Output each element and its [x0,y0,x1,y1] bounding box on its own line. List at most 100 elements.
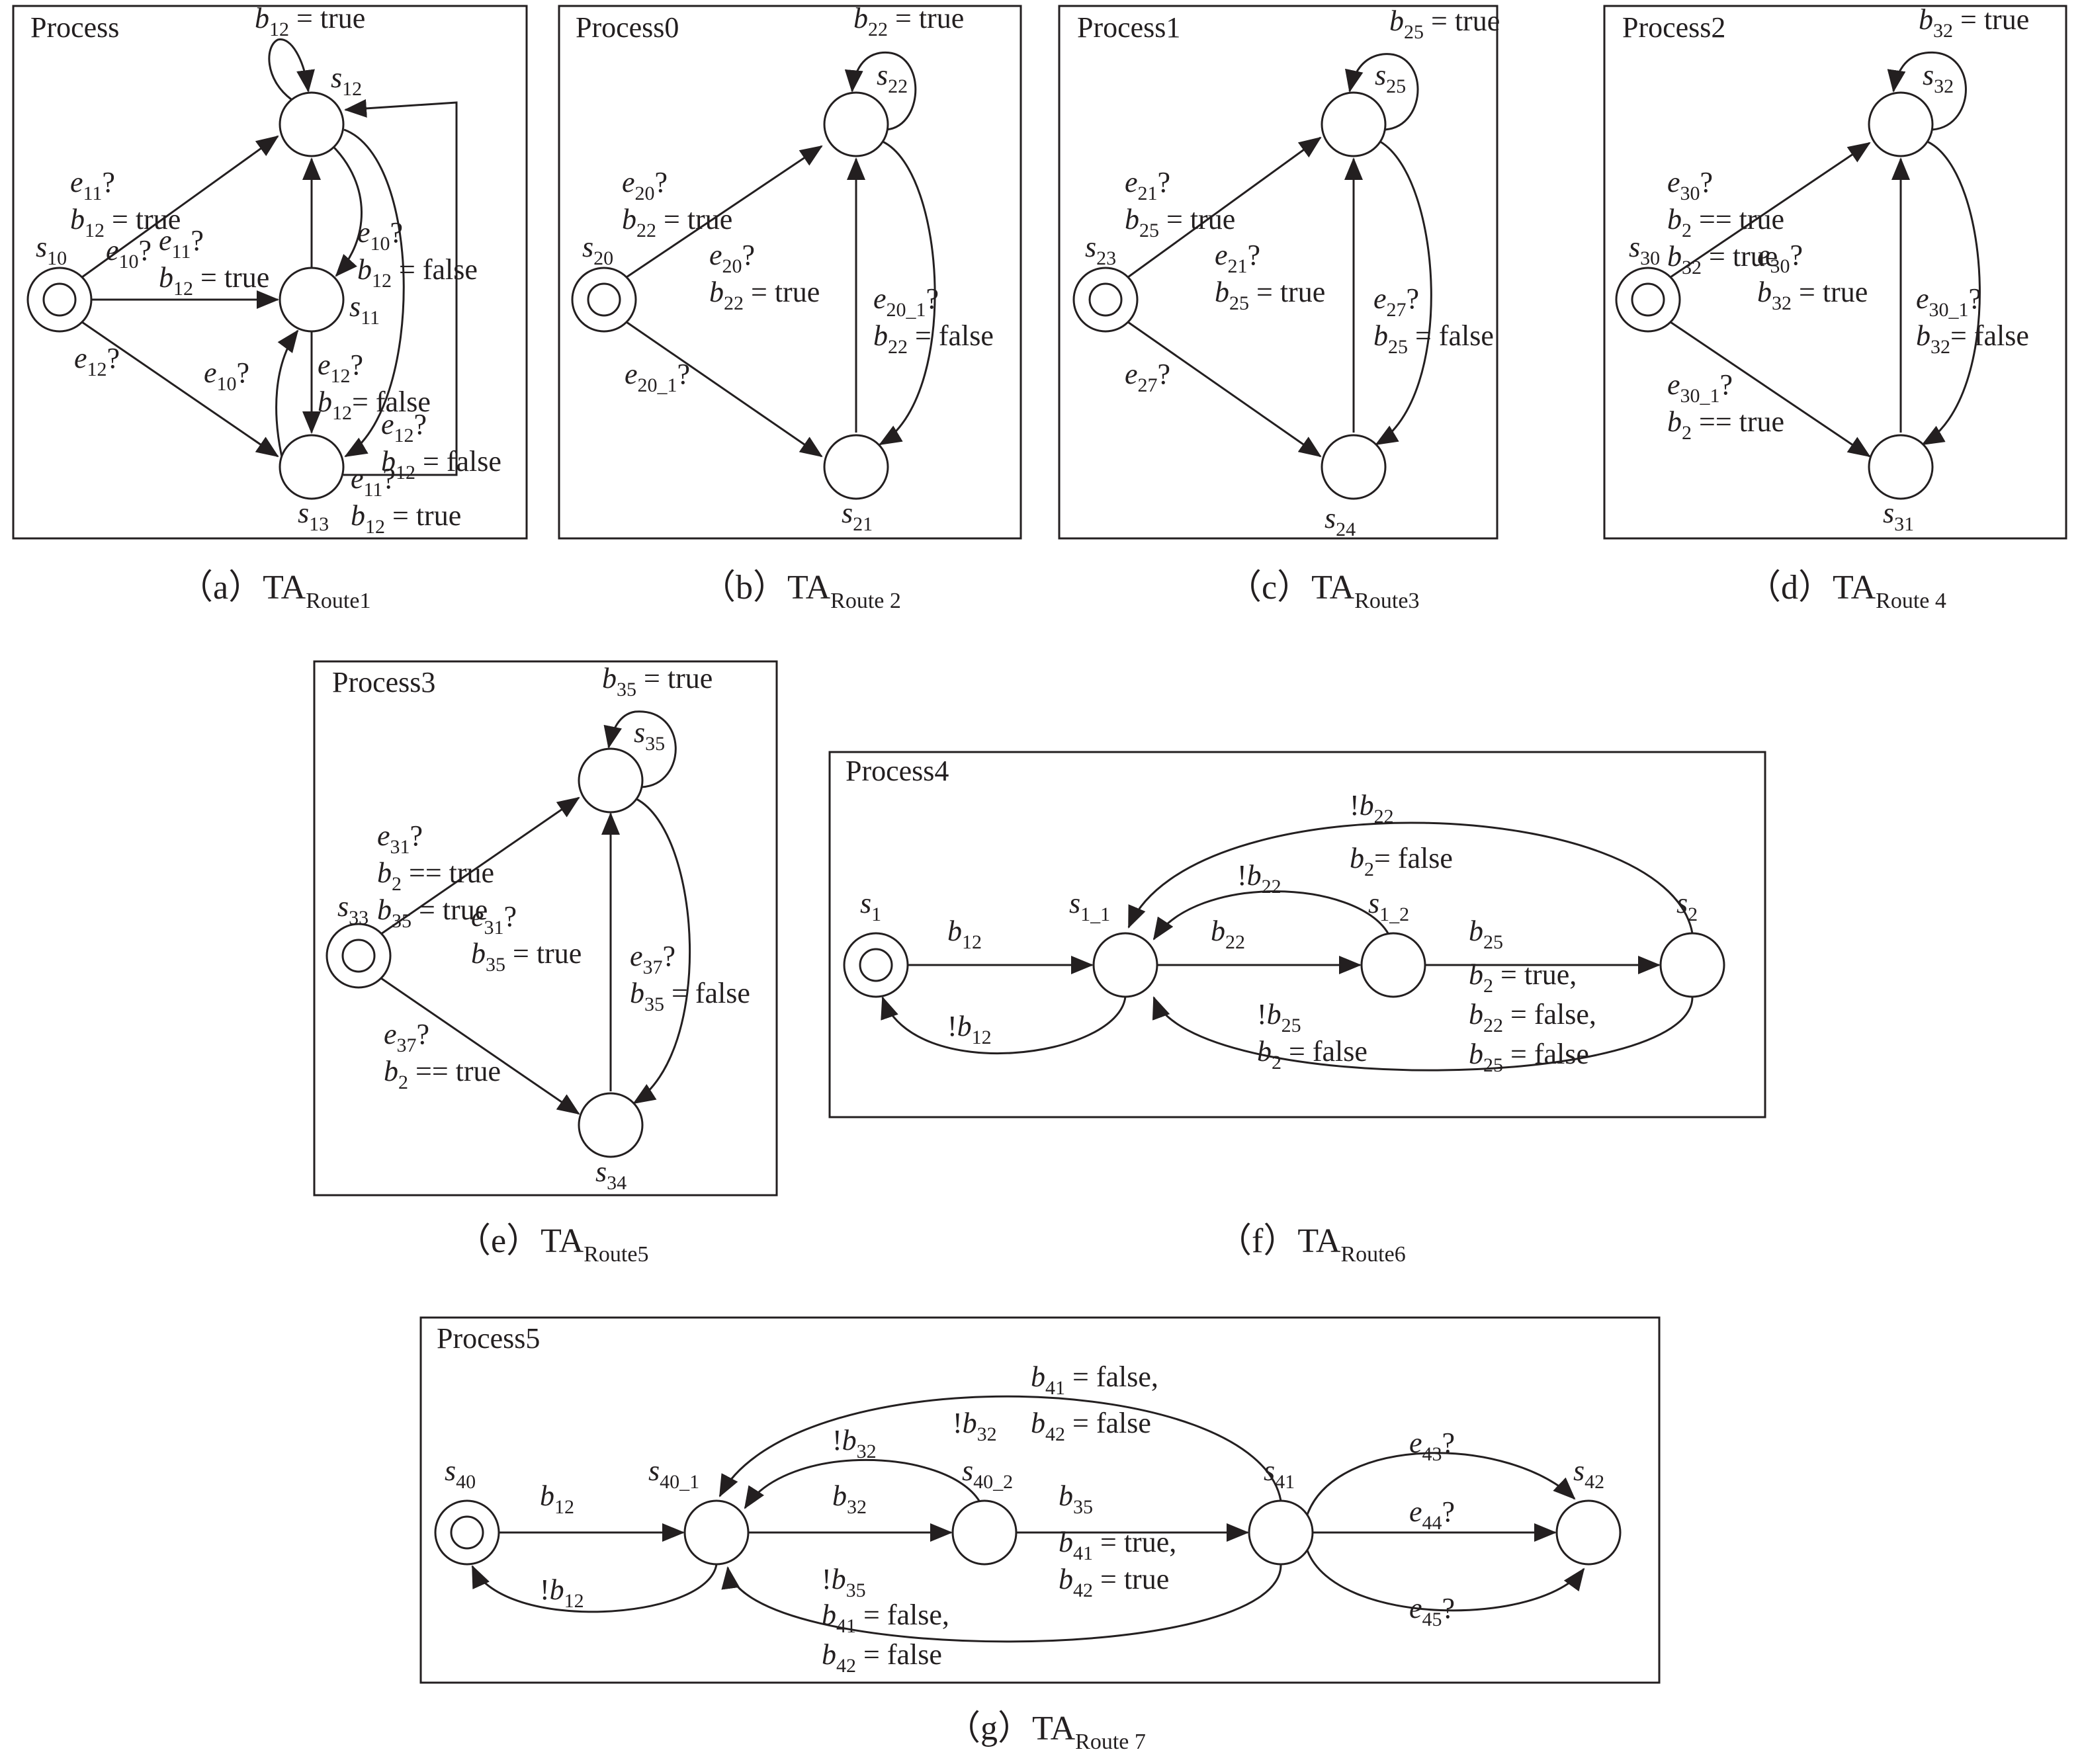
transition-label: e20?b22 = true [709,239,820,314]
symbol: e [106,234,119,267]
transition-label: e11?b12 = true [159,224,269,300]
state-circle [279,91,345,157]
state-symbol: s [1368,887,1379,919]
subscript: 20_1 [638,374,677,396]
state-subscript: 1 [871,903,881,925]
subscript: 27 [1387,299,1407,321]
transition-s33-to-s35 [380,796,580,935]
state-label: s42 [1573,1454,1604,1493]
assignment: ? [1248,239,1261,271]
subfigure-caption: （a）TARoute1 [179,569,370,613]
state-symbol: s [1573,1454,1585,1487]
transition-label: b12 = true [255,2,365,40]
subscript: 12 [394,425,414,446]
caption-subscript: Route 4 [1876,589,1946,613]
state-label: s22 [877,59,908,97]
subscript: 25 [1404,21,1424,43]
subscript: 32 [847,1496,867,1518]
state-symbol: s [842,497,853,529]
label-line: e12? [74,342,120,380]
transition-s41-to-s42 [1306,1452,1576,1515]
symbol: e [1373,282,1387,315]
state-symbol: s [634,716,645,749]
initial-state-inner-circle [1631,282,1665,317]
state-circle [279,434,345,500]
transition-s1_2-to-s1_1 [1152,890,1389,941]
subscript: 32 [857,1441,877,1462]
subscript: 35 [644,993,664,1015]
state-circle [279,267,345,333]
subscript: 37 [643,956,663,978]
state-label: s13 [298,497,329,535]
label-line: b12 = true [255,2,365,40]
symbol: b [1469,915,1483,947]
symbol: b [602,662,617,694]
assignment: ? [1442,1592,1455,1624]
assignment: = false [908,319,994,352]
state-subscript: 40 [456,1471,476,1493]
initial-state-inner-circle [1088,282,1123,317]
label-line: b25 = true [1389,5,1500,43]
symbol: b [1350,842,1364,874]
caption-text: （c）TA [1227,569,1355,607]
label-line: b22 [1211,915,1245,953]
label-line: !b32 [953,1407,997,1445]
symbol: e [622,166,635,198]
state-symbol: s [1324,502,1336,534]
label-line: b41 = false, [822,1599,949,1637]
label-line: e11? [351,462,396,501]
transition-s20-to-s22 [626,145,823,278]
assignment: == true [402,857,494,889]
state-s41: s41 [1248,1454,1314,1566]
state-symbol: s [595,1155,607,1188]
subscript: 22 [1483,1015,1503,1036]
subscript: 42 [1045,1423,1065,1445]
symbol: b [1667,203,1682,235]
subscript: 32 [977,1423,997,1445]
subscript: 35 [1073,1496,1093,1518]
transition-s23-to-s24 [1127,321,1322,458]
transition-label: b35 = true [602,662,713,700]
symbol: b [255,2,269,34]
state-label: s30 [1629,231,1660,269]
panel-frame [558,5,1022,540]
label-line: e30_1? [1916,282,1981,321]
symbol: b [853,2,868,34]
label-line: e27? [1373,282,1419,321]
label-line: b35 = true [377,894,488,932]
state-circle [1321,434,1387,500]
symbol: e [1757,239,1770,271]
subscript: 12 [554,1496,574,1518]
state-symbol: s [1883,497,1894,529]
subscript: 22 [1225,931,1245,953]
label-line: b22 = false, [1469,998,1596,1036]
symbol: b [1469,958,1483,991]
transition-s35-to-s34 [632,798,691,1105]
transition-s2-to-s1_1 [1152,996,1694,1071]
subscript: 10 [119,251,139,273]
transition-label: e37?b2 == true [384,1018,501,1093]
subscript: 32 [1933,20,1953,42]
state-label: s31 [1883,497,1914,535]
subscript: 42 [1073,1579,1093,1601]
symbol: b [822,1638,836,1671]
panel-frame [1058,5,1498,540]
symbol: b [550,1574,564,1606]
label-line: e21? [1125,166,1170,204]
label-line: !b22 [1350,789,1394,827]
state-label: s12 [331,62,362,100]
subscript: 41 [836,1615,856,1637]
label-line: b2 == true [384,1055,501,1093]
caption-text: （d）TA [1747,569,1876,607]
state-subscript: 22 [888,75,908,97]
transition-label: e30?b32 = true [1757,239,1868,314]
subscript: 30_1 [1929,299,1969,321]
state-label: s11 [349,290,380,329]
state-s2: s2 [1659,887,1725,998]
subscript: 35 [617,679,636,700]
assignment: = true [385,499,461,532]
caption-text: （b）TA [701,569,831,607]
state-circle [823,91,889,157]
